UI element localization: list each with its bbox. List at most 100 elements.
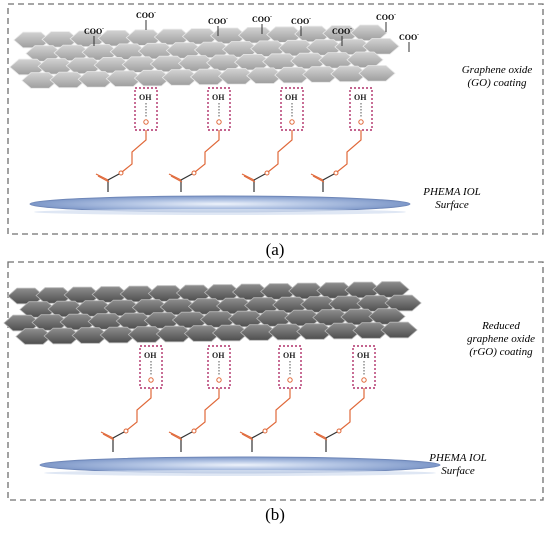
- hexagon-cell: [358, 65, 396, 82]
- carboxyl-charge: -: [226, 16, 228, 22]
- carboxyl-group: COO-: [252, 14, 272, 34]
- carbonyl-bond: [310, 173, 324, 181]
- hexagon-cell: [362, 38, 400, 55]
- carboxyl-charge: -: [350, 26, 352, 32]
- rgo-coating-label: Reduced graphene oxide (rGO) coating: [456, 320, 546, 359]
- carboxyl-group: COO-: [84, 26, 104, 46]
- oxygen-atom: [287, 377, 293, 383]
- hydroxyl-label: OH: [354, 93, 367, 102]
- carbonyl-double-bond: [315, 433, 328, 441]
- hexagon-cell: [302, 66, 340, 83]
- carbonyl-double-bond: [170, 433, 183, 441]
- hema-linker: OH: [241, 87, 304, 192]
- carbonyl-backbone: [322, 173, 335, 192]
- carbonyl-backbone: [180, 173, 193, 192]
- hexagon-cell: [71, 327, 109, 344]
- carbonyl-double-bond: [312, 175, 325, 183]
- carbonyl-double-bond: [241, 433, 254, 441]
- rgo-sheet: [3, 281, 422, 345]
- carboxyl-charge: -: [394, 12, 396, 18]
- phema-surface-a: [29, 195, 411, 215]
- hexagon-cell: [127, 326, 166, 343]
- panel-a-frame: [7, 3, 544, 235]
- hema-linker: OH: [168, 87, 231, 192]
- hema-linker: OH: [100, 345, 163, 452]
- hexagon-cell: [189, 68, 228, 86]
- hema-linker: OH: [239, 345, 302, 452]
- carbonyl-bond: [239, 431, 253, 439]
- go-coating-label: Graphene oxide (GO) coating: [452, 64, 542, 90]
- hema-linker: OH: [95, 87, 158, 192]
- oxygen-atom: [216, 377, 222, 383]
- carbonyl-backbone: [253, 173, 266, 192]
- oxygen-atom: [289, 119, 295, 125]
- hexagon-cell: [155, 325, 194, 343]
- carboxyl-label: COO: [84, 27, 102, 36]
- hydroxyl-label: OH: [283, 351, 296, 360]
- phema-label-b: PHEMA IOL Surface: [418, 452, 498, 478]
- rgo-coating-label-line2: graphene oxide: [466, 333, 536, 345]
- ester-oxygen: [333, 170, 339, 176]
- ester-oxygen: [118, 170, 124, 176]
- go-coating-label-line2: (GO) coating: [467, 77, 527, 89]
- hexagon-cell: [211, 324, 250, 342]
- carboxyl-label: COO: [252, 15, 270, 24]
- hexagon-cell: [324, 322, 362, 340]
- carboxyl-group: COO-: [208, 16, 228, 36]
- hexagon-cell: [384, 294, 422, 312]
- carboxyl-group: COO-: [332, 26, 352, 46]
- hexagon-cell: [246, 67, 284, 84]
- phema-label-a: PHEMA IOL Surface: [412, 186, 492, 212]
- hexagon-cell: [43, 327, 81, 345]
- hexagon-cell: [77, 71, 115, 88]
- hema-linker: OH: [168, 345, 231, 452]
- panel-b-label: (b): [265, 505, 285, 524]
- ester-oxygen: [123, 428, 129, 434]
- ethylene-chain: [121, 130, 147, 173]
- carbonyl-double-bond: [102, 433, 115, 441]
- oxygen-atom: [143, 119, 149, 125]
- go-sheet: [9, 24, 400, 89]
- hexagon-cell: [217, 68, 256, 85]
- ester-oxygen: [264, 170, 270, 176]
- oxygen-atom: [358, 119, 364, 125]
- ethylene-chain: [126, 388, 152, 431]
- hexagon-cell: [330, 65, 368, 83]
- phema-label-b-line2: Surface: [441, 465, 475, 477]
- carboxyl-label: COO: [376, 13, 394, 22]
- carbonyl-double-bond: [243, 175, 256, 183]
- ethylene-chain: [194, 130, 220, 173]
- carbonyl-backbone: [107, 173, 120, 192]
- carboxyl-label: COO: [208, 17, 226, 26]
- phema-surface-b: [39, 456, 441, 476]
- hexagon-cell: [274, 66, 312, 84]
- rgo-coating-label-line3: (rGO) coating: [469, 346, 533, 358]
- hydroxyl-label: OH: [212, 351, 225, 360]
- ethylene-chain: [336, 130, 362, 173]
- carbonyl-bond: [241, 173, 255, 181]
- hexagon-cell: [240, 324, 278, 341]
- phema-label-b-line1: PHEMA IOL: [429, 452, 487, 464]
- ethylene-chain: [265, 388, 291, 431]
- hexagon-cell: [268, 323, 306, 341]
- carboxyl-charge: -: [270, 14, 272, 20]
- ester-oxygen: [336, 428, 342, 434]
- ethylene-chain: [339, 388, 365, 431]
- hema-linker: OH: [310, 87, 373, 192]
- carbonyl-backbone: [251, 431, 264, 452]
- carboxyl-groups: COO-COO-COO-COO-COO-COO-COO-COO-: [84, 10, 419, 52]
- hema-linker: OH: [313, 345, 376, 452]
- ethylene-chain: [194, 388, 220, 431]
- hexagon-cell: [105, 70, 143, 87]
- carboxyl-label: COO: [399, 33, 417, 42]
- carbonyl-double-bond: [97, 175, 110, 183]
- ester-oxygen: [191, 428, 197, 434]
- phema-label-a-line1: PHEMA IOL: [423, 186, 481, 198]
- carboxyl-label: COO: [332, 27, 350, 36]
- hexagon-cell: [296, 323, 334, 340]
- carbonyl-backbone: [325, 431, 338, 452]
- carboxyl-label: COO: [291, 17, 309, 26]
- carboxyl-label: COO: [136, 11, 154, 20]
